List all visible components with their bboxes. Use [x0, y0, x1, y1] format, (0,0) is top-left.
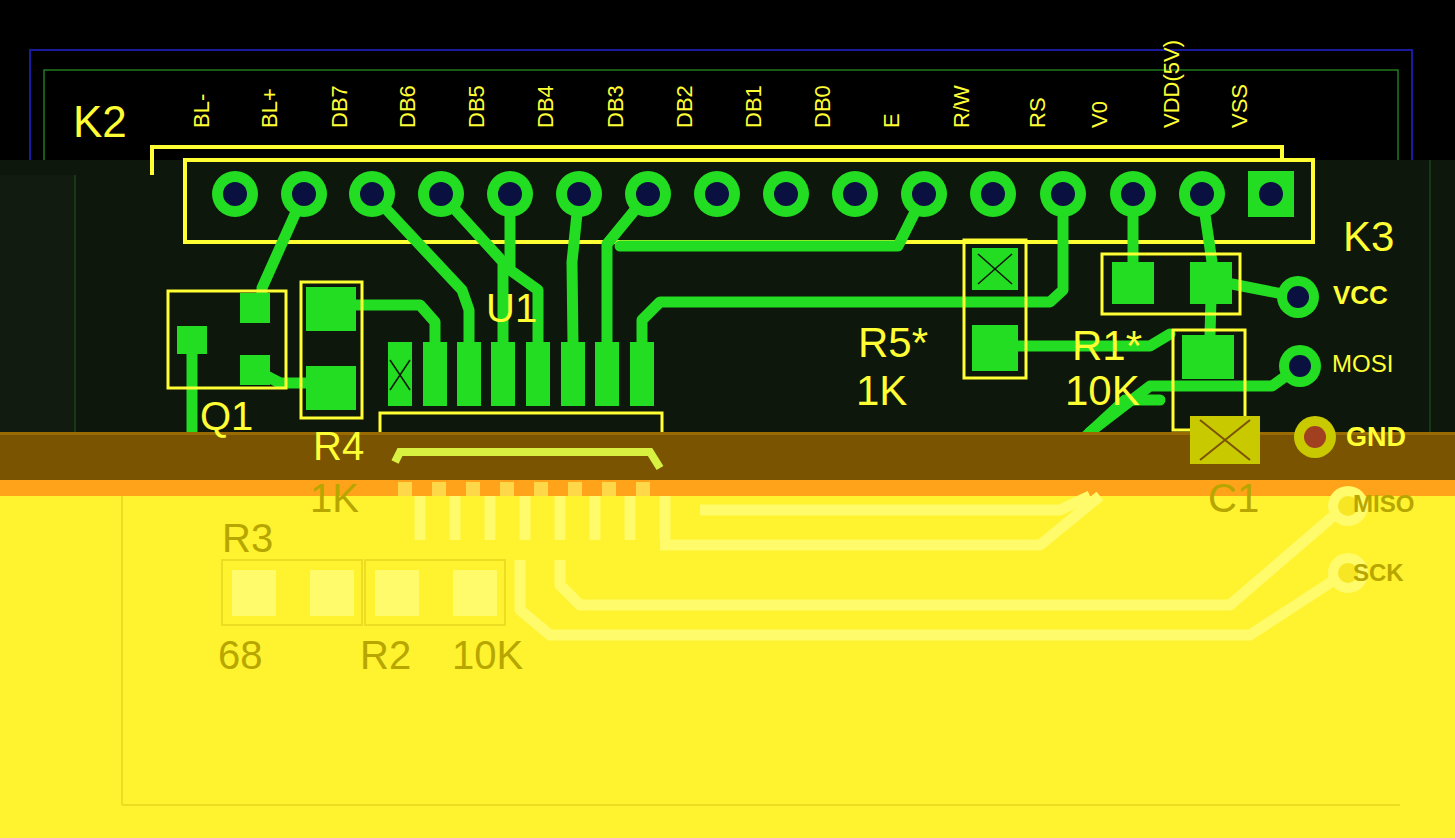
silkscreen-label: MOSI: [1332, 352, 1393, 376]
silkscreen-label: R3: [222, 518, 273, 558]
pin-label: E: [881, 113, 903, 128]
pin-label: VSS: [1229, 84, 1251, 128]
silkscreen-label: Q1: [200, 396, 253, 436]
pin-label: R/W: [951, 85, 973, 128]
silkscreen-label: U1: [486, 288, 537, 328]
silkscreen-label: MISO: [1353, 492, 1414, 516]
silkscreen-label: K2: [73, 100, 127, 144]
silkscreen-label: 10K: [1065, 370, 1140, 412]
silkscreen-label: GND: [1346, 424, 1406, 451]
silkscreen-label: 10K: [452, 635, 523, 675]
pin-label: RS: [1027, 97, 1049, 128]
pin-label: DB2: [674, 85, 696, 128]
silkscreen-label: SCK: [1353, 561, 1404, 585]
silkscreen-label: R4: [313, 426, 364, 466]
pin-label: DB4: [535, 85, 557, 128]
pin-label: DB6: [397, 85, 419, 128]
pin-label: DB0: [812, 85, 834, 128]
pin-label: DB5: [466, 85, 488, 128]
pin-label: BL-: [191, 94, 213, 128]
silkscreen-label: 1K: [310, 478, 359, 518]
silkscreen-label: R5*: [858, 322, 928, 364]
silkscreen-label: R1*: [1072, 325, 1142, 367]
pin-label: DB1: [743, 85, 765, 128]
pin-label: BL+: [259, 88, 281, 128]
silkscreen-label: 68: [218, 635, 263, 675]
pin-label: VDD(5V): [1161, 40, 1183, 128]
silkscreen-label: VCC: [1333, 282, 1388, 308]
silkscreen-label: R2: [360, 635, 411, 675]
pin-label: V0: [1089, 101, 1111, 128]
pin-label: DB3: [605, 85, 627, 128]
silkscreen-label: C1: [1208, 478, 1259, 518]
silkscreen-label: 1K: [856, 370, 907, 412]
silkscreen-label: K3: [1343, 216, 1394, 258]
pin-label: DB7: [329, 85, 351, 128]
